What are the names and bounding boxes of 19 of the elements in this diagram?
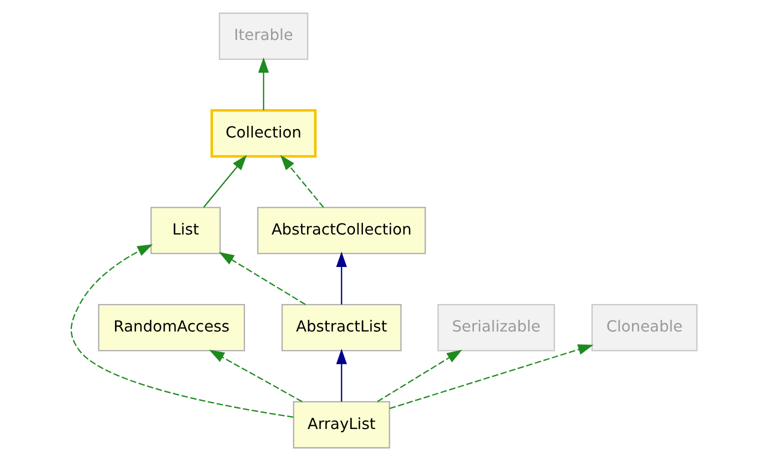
arrow — [258, 57, 269, 110]
arrow — [377, 350, 462, 402]
arrow — [336, 348, 347, 402]
node-box: List — [150, 206, 221, 254]
arrow — [203, 154, 247, 208]
node-box: AbstractCollection — [257, 206, 426, 254]
arrow — [336, 252, 347, 304]
node-box: AbstractList — [281, 304, 402, 352]
node-box: Collection — [210, 109, 317, 158]
node-box: RandomAccess — [98, 304, 246, 352]
arrow — [280, 154, 324, 208]
node-box: Iterable — [218, 12, 308, 60]
arrow — [70, 244, 294, 418]
node-box: Serializable — [437, 304, 555, 352]
node-box: Cloneable — [591, 304, 698, 352]
arrow — [218, 252, 306, 305]
arrow — [209, 350, 302, 402]
arrow — [389, 344, 594, 410]
node-box: ArrayList — [292, 401, 390, 448]
